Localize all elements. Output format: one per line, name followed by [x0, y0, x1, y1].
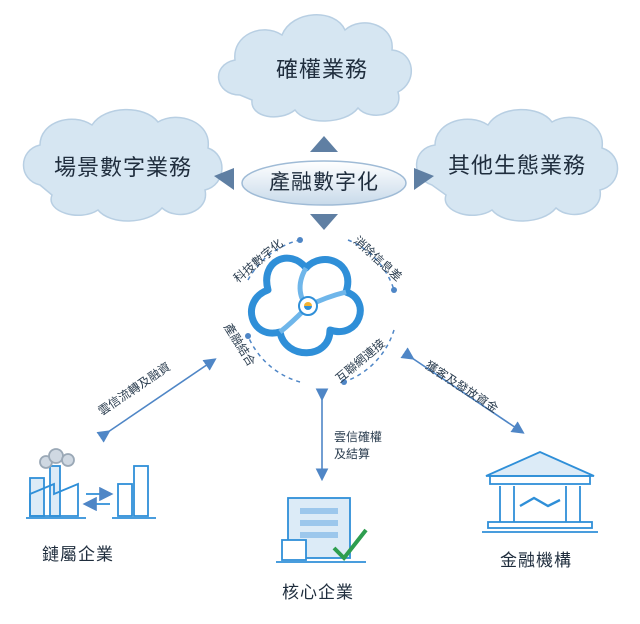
handshake-icon — [519, 496, 561, 508]
entity-left-label: 鏈屬企業 — [42, 545, 114, 565]
entity-middle-label: 核心企業 — [282, 583, 354, 603]
cloud-top-label: 確權業務 — [276, 58, 369, 83]
core-building-icon — [276, 497, 368, 563]
factory-icon — [26, 448, 156, 519]
cloud-left — [22, 108, 223, 222]
bank-icon — [482, 451, 598, 533]
cloud-top — [217, 14, 413, 122]
cloud-right-label: 其他生態業務 — [448, 154, 587, 179]
center-hub — [214, 136, 434, 230]
cloud-right — [415, 108, 619, 222]
edge-label-middle-2: 及結算 — [334, 447, 371, 461]
cycle-ring — [245, 237, 397, 385]
edge-label-middle-1: 雲信確權 — [334, 430, 383, 444]
center-label: 產融數字化 — [269, 170, 379, 194]
clover-logo-icon — [248, 254, 364, 357]
check-icon — [332, 528, 368, 562]
entity-right-label: 金融機構 — [500, 551, 572, 571]
cloud-left-label: 場景數字業務 — [54, 156, 193, 181]
edge-arrows — [96, 347, 525, 482]
